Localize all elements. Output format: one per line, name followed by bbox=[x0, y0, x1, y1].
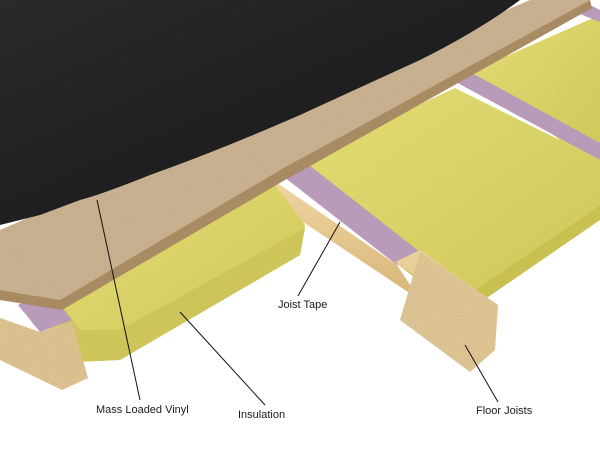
label-insulation: Insulation bbox=[238, 410, 285, 421]
label-floor-joists: Floor Joists bbox=[476, 406, 532, 417]
label-mass-loaded-vinyl: Mass Loaded Vinyl bbox=[96, 405, 189, 416]
label-joist-tape: Joist Tape bbox=[278, 300, 327, 311]
